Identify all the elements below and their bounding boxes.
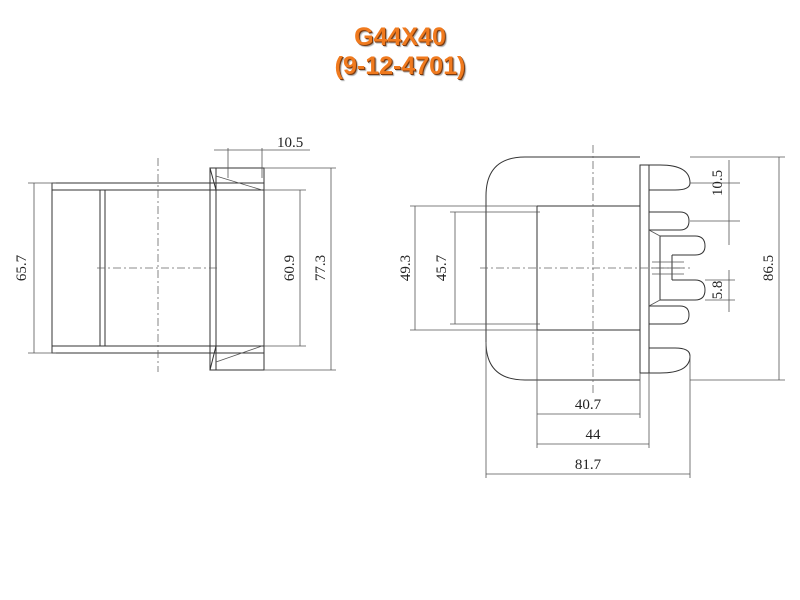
- flange-edge: [648, 299, 661, 307]
- dim-pin-pitch: 10.5: [710, 170, 726, 196]
- pin-1: [649, 211, 690, 231]
- pin-bottom: [649, 347, 691, 374]
- dim-flange-width: 10.5: [277, 135, 303, 151]
- dim-window-outer: 49.3: [398, 255, 414, 281]
- right-view: 49.3 45.7 10.5 5.8 86.5 4: [398, 145, 785, 478]
- left-top-flange-slope: [215, 175, 263, 191]
- left-top-flange: [209, 167, 265, 191]
- pin-top: [649, 164, 691, 191]
- left-bottom-flange: [209, 345, 265, 371]
- dim-pin-width: 5.8: [710, 281, 726, 300]
- flange-edge: [648, 229, 661, 237]
- pin-4: [649, 305, 690, 325]
- left-bottom-flange-slope: [215, 345, 263, 363]
- dim-total-height-right: 86.5: [761, 255, 777, 281]
- drawing-title: G44X40: [354, 23, 446, 51]
- pin-3: [660, 279, 706, 301]
- dim-total-width: 81.7: [575, 457, 602, 473]
- pin-2: [660, 235, 706, 256]
- dim-outer-height: 65.7: [14, 254, 30, 281]
- left-view: 10.5 65.7 60.9 77.3: [14, 135, 336, 372]
- dim-inner-height: 60.9: [282, 255, 298, 281]
- dim-body-width: 40.7: [575, 397, 602, 413]
- right-body-outline: [485, 156, 640, 381]
- dim-total-height: 77.3: [313, 255, 329, 281]
- right-base-plate: [639, 164, 650, 374]
- part-number: (9-12-4701): [334, 52, 466, 80]
- dim-window-inner: 45.7: [434, 254, 450, 281]
- dim-base-width: 44: [586, 427, 602, 443]
